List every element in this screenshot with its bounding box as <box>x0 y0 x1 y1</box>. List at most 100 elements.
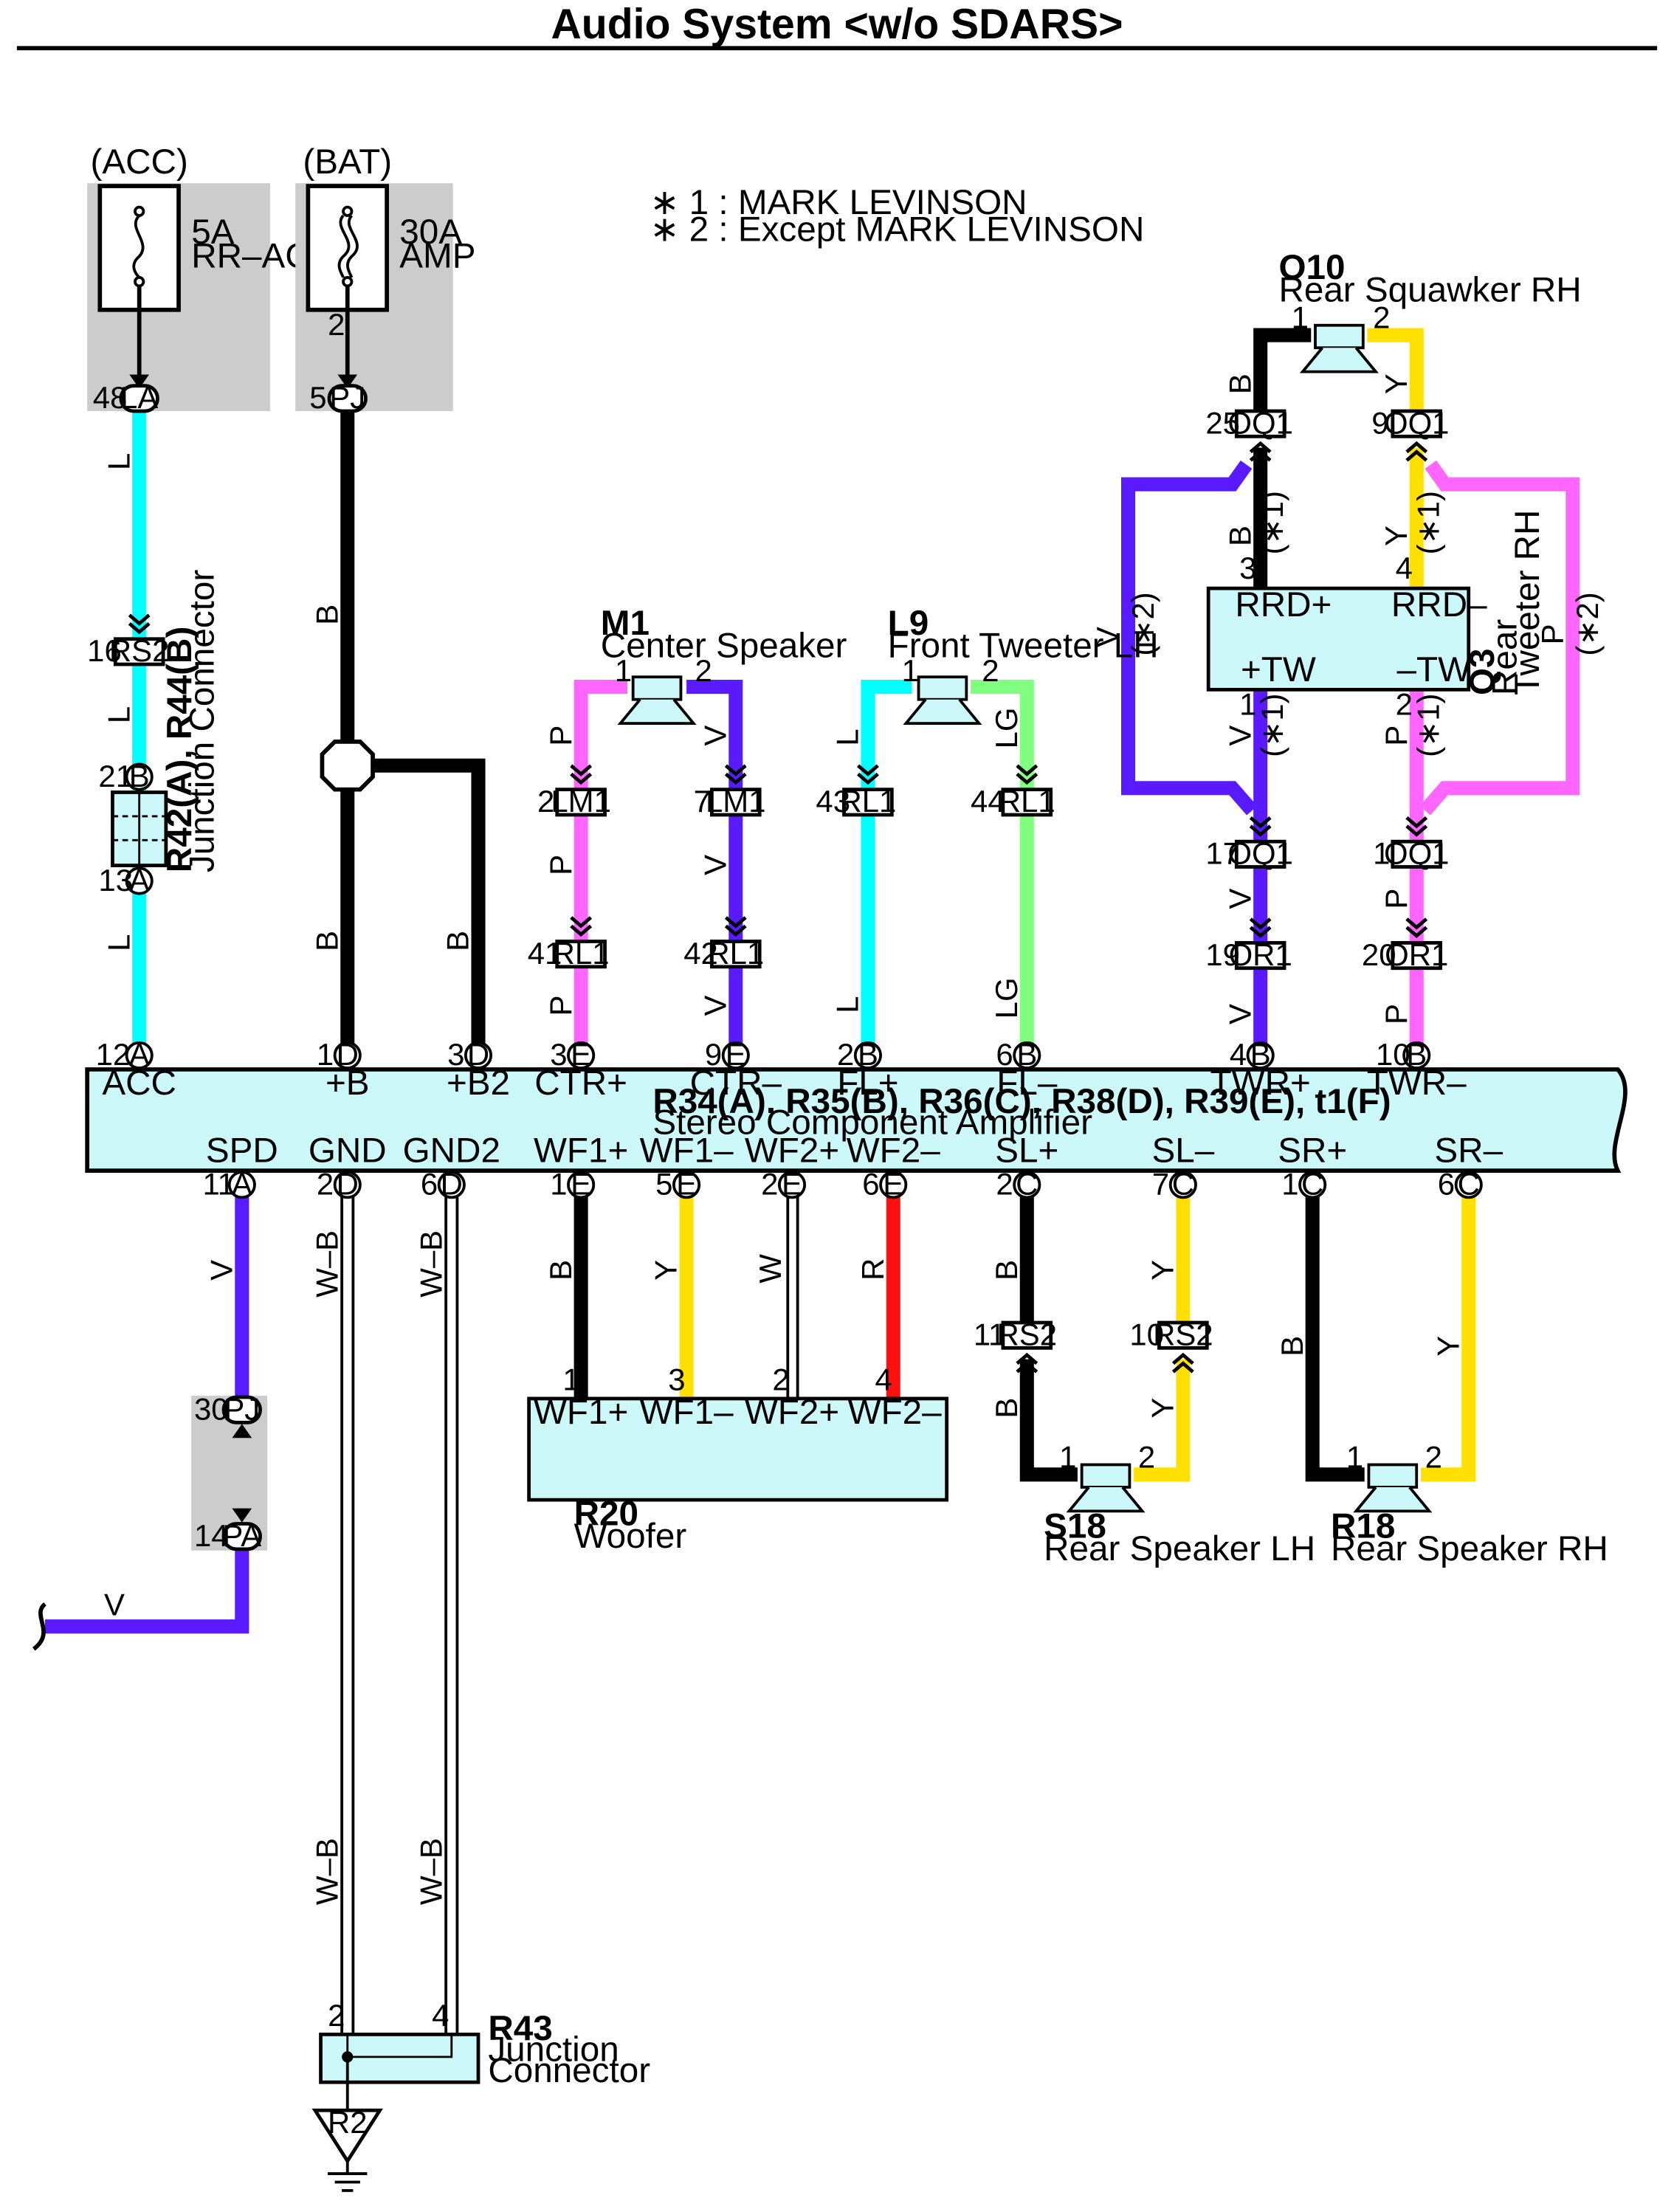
svg-text:PJ: PJ <box>224 1392 260 1427</box>
svg-text:14: 14 <box>194 1518 229 1553</box>
svg-text:GND: GND <box>309 1131 387 1171</box>
svg-text:7: 7 <box>1152 1167 1169 1202</box>
amp-term-fl-plus: B 2 FL+ <box>837 1037 899 1103</box>
svg-text:12: 12 <box>96 1037 131 1072</box>
svg-text:5: 5 <box>655 1167 672 1202</box>
amp-top-terminals: A 12 ACC D 1 +B D 3 +B2 E 3 CTR+ E 9 CTR… <box>96 1037 1467 1103</box>
svg-text:C: C <box>1458 1167 1480 1202</box>
tweeter-q3: RRD+ RRD– +TW –TW 3 4 1 2 Q3 Rear Tweete… <box>1206 510 1547 722</box>
speaker-r18: 1 2 R18 Rear Speaker RH <box>1331 1439 1608 1568</box>
svg-text:42: 42 <box>683 936 718 971</box>
svg-text:9: 9 <box>705 1037 722 1072</box>
svg-text:3: 3 <box>550 1037 567 1072</box>
svg-text:Rear Speaker LH: Rear Speaker LH <box>1044 1529 1315 1568</box>
svg-text:A: A <box>129 1037 150 1072</box>
amp-term-sr-plus: SR+ C 1 <box>1278 1131 1347 1202</box>
option-1-c: (∗1) <box>1255 693 1289 757</box>
svg-text:10: 10 <box>1129 1317 1164 1352</box>
amplifier-name: R34(A), R35(B), R36(C), R38(D), R39(E), … <box>652 1082 1391 1121</box>
connector-rl1-41: RL1 41 <box>528 917 610 971</box>
ground-label: R2 <box>328 2105 368 2140</box>
svg-text:FL–: FL– <box>996 1064 1058 1103</box>
amp-term-wf1-plus: WF1+ E 1 <box>534 1131 628 1202</box>
svg-text:SL–: SL– <box>1151 1131 1214 1171</box>
amp-term-plus-b: D 1 +B <box>317 1037 370 1103</box>
svg-text:R43: R43 <box>488 2009 552 2048</box>
connector-rl1-43: RL1 43 <box>816 765 896 819</box>
svg-text:1: 1 <box>1346 1439 1363 1474</box>
svg-text:2: 2 <box>761 1167 778 1202</box>
wire-code-b-9: B <box>1275 1336 1309 1357</box>
wire-code-b-6: B <box>543 1260 578 1281</box>
wire-code-w-1: W <box>753 1254 788 1284</box>
wire-code-wb-1: W–B <box>309 1230 344 1298</box>
connector-rl1-44: RL1 44 <box>971 765 1055 819</box>
fuse-bat-source: (BAT) <box>303 142 392 182</box>
svg-text:B: B <box>1016 1037 1037 1072</box>
amp-term-spd: SPD A 11 <box>202 1131 278 1202</box>
svg-text:C: C <box>1172 1167 1194 1202</box>
svg-text:D: D <box>467 1037 489 1072</box>
amp-term-wf1-minus: WF1– E 5 <box>640 1131 734 1202</box>
wire-code-p-4: P <box>1534 624 1569 644</box>
wire-code-wb-2: W–B <box>413 1230 448 1298</box>
svg-text:ACC: ACC <box>102 1064 176 1103</box>
amp-term-sl-plus: SL+ C 2 <box>995 1131 1058 1202</box>
svg-text:1: 1 <box>1281 1167 1298 1202</box>
wire-code-p-5: P <box>1379 726 1413 746</box>
amp-term-ctr-plus: E 3 CTR+ <box>534 1037 627 1103</box>
amp-term-wf2-plus: WF2+ E 2 <box>745 1131 839 1202</box>
svg-text:RS2: RS2 <box>109 633 170 668</box>
wire-code-v-2: V <box>698 855 732 875</box>
junction-r42-r44: B 21 A 13 R42(A), R44(B) Junction Connec… <box>98 570 221 897</box>
svg-text:E: E <box>726 1037 746 1072</box>
wire-code-lg-1: LG <box>989 707 1024 748</box>
wire-code-p-6: P <box>1379 889 1413 909</box>
svg-text:WF1+: WF1+ <box>534 1131 628 1171</box>
note-2: ∗ 2 : Except MARK LEVINSON <box>650 210 1145 249</box>
svg-text:2: 2 <box>837 1037 854 1072</box>
svg-text:6: 6 <box>862 1167 879 1202</box>
wire-code-l-3: L <box>101 934 136 951</box>
svg-text:C: C <box>1016 1167 1038 1202</box>
wire-code-p-2: P <box>543 855 578 875</box>
speaker-s18: 1 2 S18 Rear Speaker LH <box>1044 1439 1315 1568</box>
connector-rs2-11: RS2 11 <box>974 1317 1057 1372</box>
wire-code-b-5: B <box>1222 526 1257 546</box>
svg-text:4: 4 <box>432 1998 449 2033</box>
amp-term-wf2-minus: WF2– E 6 <box>847 1131 941 1202</box>
svg-text:Rear Speaker RH: Rear Speaker RH <box>1331 1529 1608 1568</box>
svg-text:WF2+: WF2+ <box>745 1131 839 1171</box>
svg-text:WF1–: WF1– <box>640 1393 734 1432</box>
wire-code-b-8: B <box>989 1398 1024 1419</box>
svg-text:1: 1 <box>550 1167 567 1202</box>
svg-text:SR+: SR+ <box>1278 1131 1347 1171</box>
svg-text:2: 2 <box>772 1362 789 1396</box>
svg-text:20: 20 <box>1362 937 1396 972</box>
svg-text:LM1: LM1 <box>551 784 611 819</box>
wire-code-l-5: L <box>830 996 865 1013</box>
svg-text:SPD: SPD <box>206 1131 278 1171</box>
speaker-m1: M1 Center Speaker 1 2 <box>601 604 847 726</box>
wire-code-b-1: B <box>309 604 344 625</box>
svg-text:CTR+: CTR+ <box>534 1064 627 1103</box>
option-1-b: (∗1) <box>1411 491 1446 554</box>
page-title: Audio System <w/o SDARS> <box>551 1 1123 48</box>
svg-text:2: 2 <box>982 653 999 688</box>
splice-point <box>320 740 375 792</box>
svg-text:2: 2 <box>1425 1439 1442 1474</box>
svg-text:Rear Squawker RH: Rear Squawker RH <box>1278 270 1581 309</box>
wire-code-b-7: B <box>989 1260 1024 1281</box>
wire-code-v-4: V <box>1090 627 1125 647</box>
svg-text:E: E <box>782 1167 802 1202</box>
svg-text:+TW: +TW <box>1241 650 1316 689</box>
wire-code-p-3: P <box>543 996 578 1016</box>
svg-text:RRD+: RRD+ <box>1235 585 1332 624</box>
svg-text:WF1+: WF1+ <box>534 1393 628 1432</box>
svg-text:WF2+: WF2+ <box>745 1393 839 1432</box>
speaker-l9: L9 Front Tweeter LH 1 2 <box>888 604 1159 726</box>
svg-text:19: 19 <box>1205 937 1240 972</box>
ground-r2: R2 <box>311 2105 383 2192</box>
svg-text:10: 10 <box>1376 1037 1410 1072</box>
svg-text:2: 2 <box>996 1167 1013 1202</box>
